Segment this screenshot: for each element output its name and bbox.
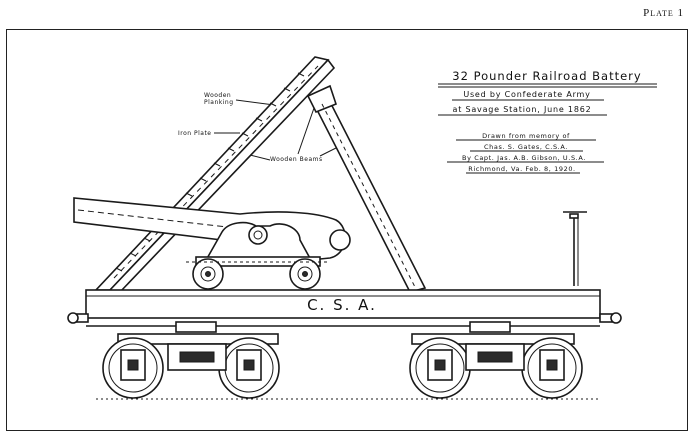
journal-box [539, 349, 565, 381]
credit-line3: By Capt. Jas. A.B. Gibson, U.S.A. [462, 154, 586, 162]
car-marking: C. S. A. [307, 296, 377, 314]
title-line3: at Savage Station, June 1862 [453, 105, 592, 114]
truck-front [102, 321, 280, 399]
flat-car: C. S. A. [67, 289, 622, 327]
credit-line4: Richmond, Va. Feb. 8, 1920. [468, 165, 575, 173]
car-deck [85, 289, 601, 319]
credit-line2: Chas. S. Gates, C.S.A. [484, 143, 568, 151]
label-iron-plate: Iron Plate [178, 130, 212, 137]
wooden-beam-rear [310, 92, 427, 293]
label-planking: Planking [204, 99, 234, 106]
title-main: 32 Pounder Railroad Battery [452, 69, 641, 83]
title-line2: Used by Confederate Army [463, 90, 590, 99]
plate-number: Plate 1 [643, 7, 684, 19]
cascabel [329, 229, 351, 251]
credit-line1: Drawn from memory of [482, 132, 570, 140]
truck-rear [409, 321, 583, 399]
leader-beams-b [297, 107, 315, 155]
journal-box [120, 349, 146, 381]
trunnion [248, 225, 268, 245]
brake-wheel [563, 211, 587, 286]
cannon [73, 197, 351, 290]
drawing-border [6, 29, 688, 431]
beam-cap [306, 84, 337, 114]
label-wooden: Wooden [204, 92, 231, 99]
bolster [469, 321, 511, 333]
label-wooden-beams: Wooden Beams [270, 156, 323, 163]
bolster [175, 321, 217, 333]
leader-beams-a [249, 154, 271, 161]
